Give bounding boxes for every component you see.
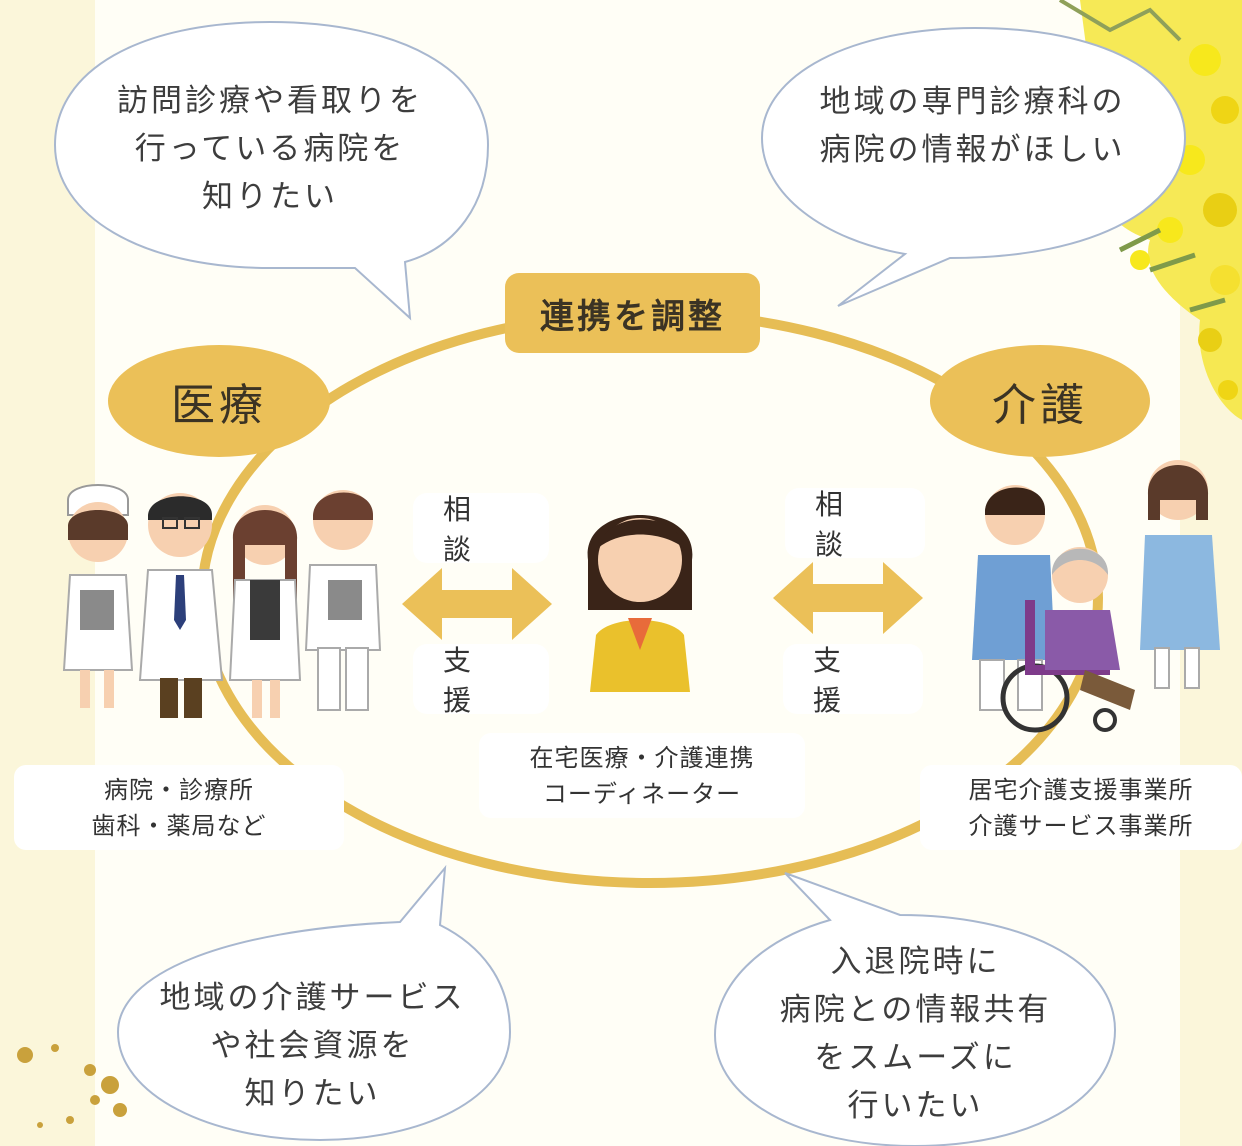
speech-bubble-top-left: 訪問診療や看取りを 行っている病院を 知りたい (117, 83, 423, 215)
left-support-label: 支援 (413, 644, 549, 717)
speech-bubble-shapes (53, 20, 1187, 1146)
right-consult-label: 相談 (785, 488, 925, 561)
gold-speckles (17, 1044, 133, 1128)
care-node-title: 介護 (930, 345, 1150, 457)
double-arrows (402, 562, 923, 640)
medical-staff-illustration (62, 484, 382, 718)
speech-bubble-bottom-left: 地域の介護サービス や社会資源を 知りたい (159, 980, 466, 1112)
care-workers-illustration (972, 460, 1220, 733)
coordinator-caption: 在宅医療・介護連携 コーディネーター (479, 733, 805, 818)
medical-node-title: 医療 (108, 345, 330, 457)
speech-bubble-bottom-right: 入退院時に 病院との情報共有 をスムーズに 行いたい (779, 944, 1052, 1124)
coordination-label: 連携を調整 (505, 273, 760, 353)
care-caption: 居宅介護支援事業所 介護サービス事業所 (920, 765, 1242, 850)
medical-caption: 病院・診療所 歯科・薬局など (14, 765, 344, 850)
coordinator-illustration (587, 515, 693, 692)
right-support-label: 支援 (783, 644, 923, 717)
speech-bubble-top-right: 地域の専門診療科の 病院の情報がほしい (819, 84, 1126, 168)
left-consult-label: 相談 (413, 493, 549, 566)
